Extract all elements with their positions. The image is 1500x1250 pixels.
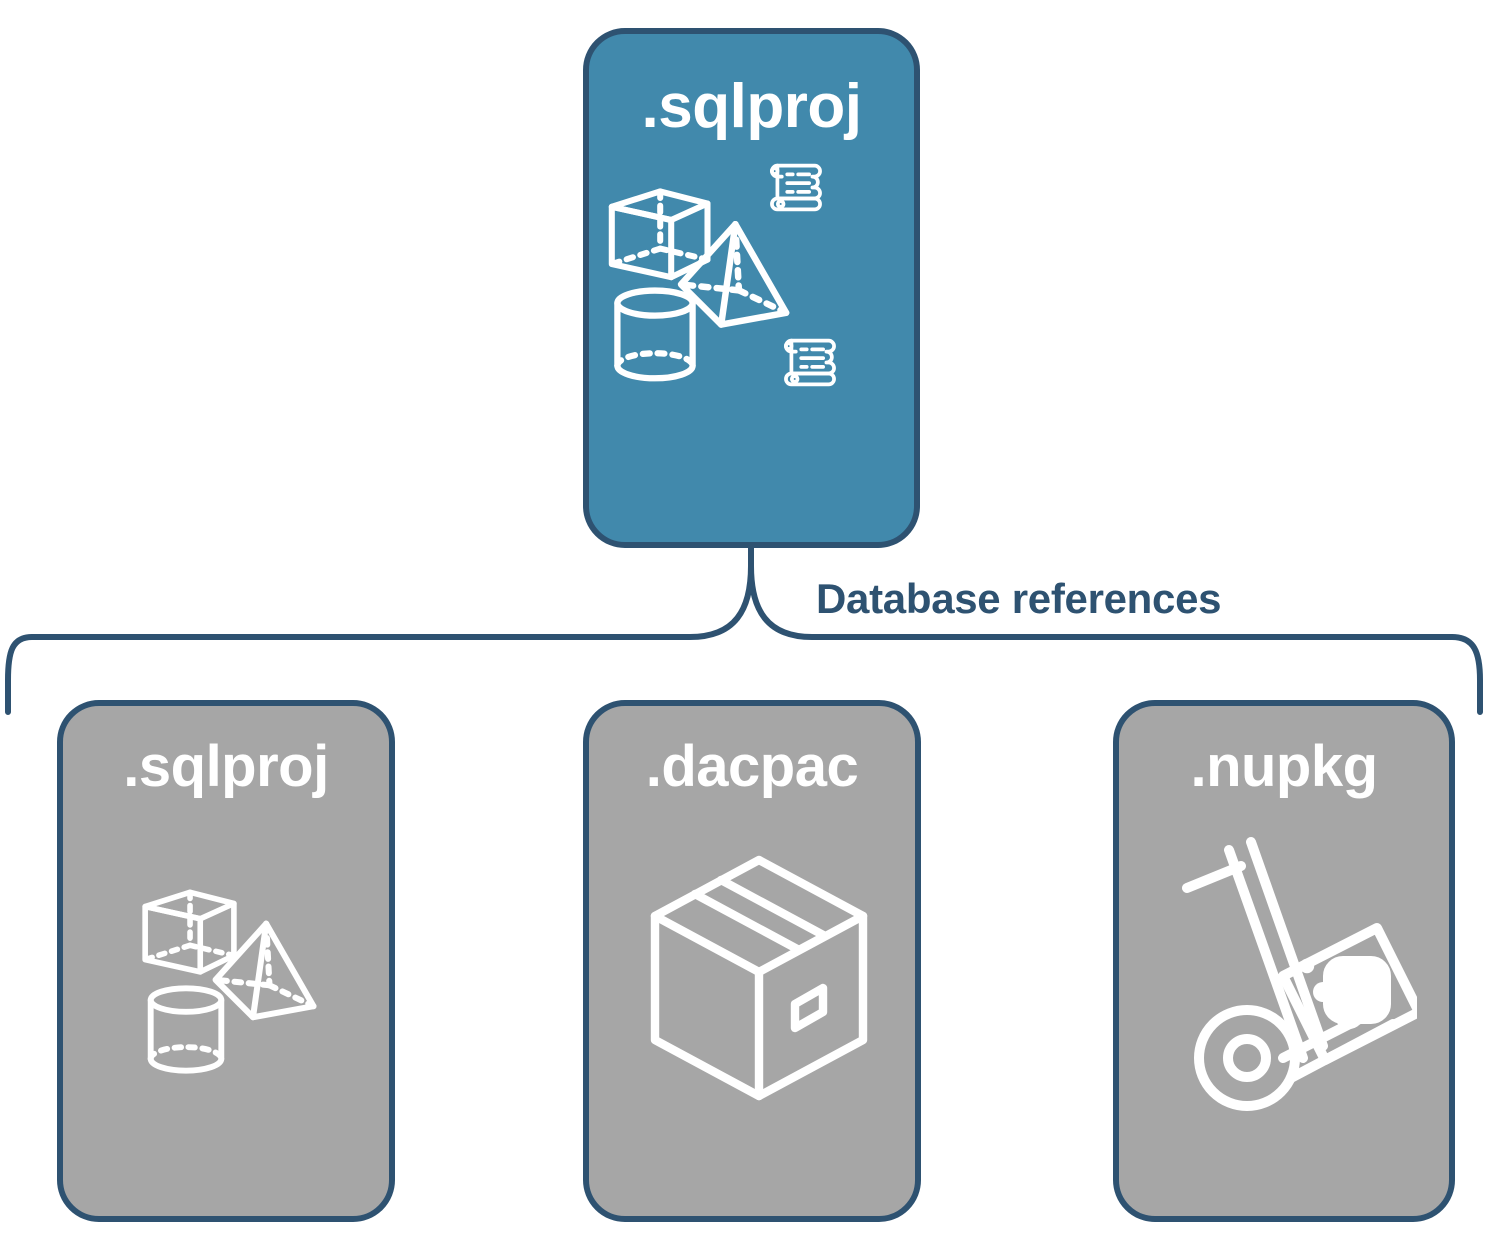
node-root-title: .sqlproj	[641, 72, 862, 141]
node-ref-dacpac-title: .dacpac	[645, 734, 859, 799]
node-ref-nupkg[interactable]: .nupkg	[1113, 700, 1455, 1222]
node-ref-sqlproj[interactable]: .sqlproj	[57, 700, 395, 1222]
script-scroll-icon	[783, 338, 836, 387]
node-ref-nupkg-title: .nupkg	[1190, 734, 1378, 799]
ref-dacpac-icon-cluster	[589, 796, 915, 1216]
hand-truck-nuget-icon	[1182, 837, 1417, 1111]
cylinder-3d-icon	[147, 985, 225, 1074]
ref-nupkg-icon-cluster	[1119, 796, 1449, 1216]
script-scroll-icon	[769, 163, 822, 212]
pyramid-3d-icon	[677, 221, 790, 328]
cube-3d-icon	[142, 889, 237, 975]
node-root-sqlproj[interactable]: .sqlproj	[583, 28, 920, 548]
cylinder-3d-icon	[614, 287, 696, 382]
connector-label: Database references	[816, 575, 1222, 622]
node-ref-sqlproj-title: .sqlproj	[123, 734, 329, 799]
pyramid-3d-icon	[212, 920, 317, 1021]
package-box-icon	[650, 855, 868, 1101]
root-icon-cluster	[589, 138, 914, 542]
node-ref-dacpac[interactable]: .dacpac	[583, 700, 921, 1222]
ref-sqlproj-icon-cluster	[63, 796, 389, 1216]
